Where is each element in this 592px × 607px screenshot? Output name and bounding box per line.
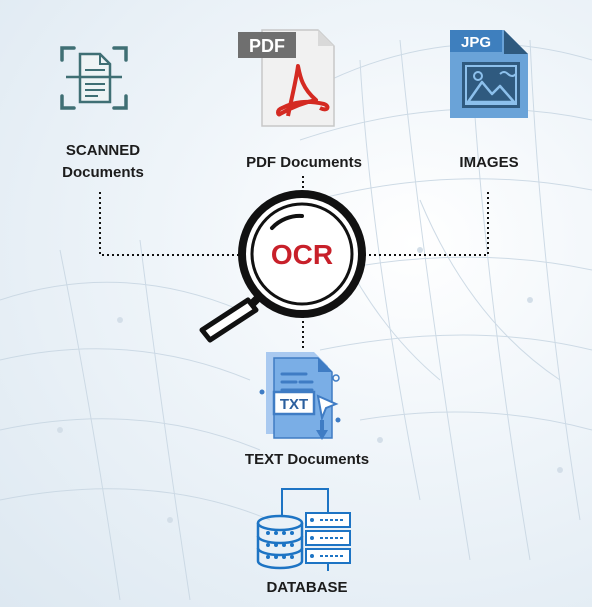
pdf-node: PDF xyxy=(236,26,346,135)
txt-badge-text: TXT xyxy=(280,396,308,413)
jpg-file-icon: JPG xyxy=(450,30,528,118)
scanner-document-icon xyxy=(60,46,128,110)
database-node xyxy=(252,485,356,578)
scanned-node xyxy=(58,42,130,119)
connector-images xyxy=(365,192,489,256)
pdf-label: PDF Documents xyxy=(246,154,362,171)
pdf-file-icon: PDF xyxy=(238,29,335,127)
scanned-label-line2: Documents xyxy=(62,164,144,181)
database-cylinders xyxy=(256,514,304,570)
images-node: JPG xyxy=(446,26,532,127)
connector-scanned xyxy=(99,192,248,256)
database-label: DATABASE xyxy=(266,579,348,596)
scanned-label: SCANNED Documents xyxy=(48,140,158,184)
database-icon xyxy=(256,488,351,571)
txt-file-icon: TXT xyxy=(259,352,341,440)
ocr-node: OCR xyxy=(190,188,370,351)
ocr-label: OCR xyxy=(271,239,333,270)
text-label: TEXT Documents xyxy=(244,451,370,468)
scanned-label-line1: SCANNED xyxy=(65,142,141,159)
pdf-badge-text: PDF xyxy=(249,36,285,56)
jpg-badge-text: JPG xyxy=(461,34,491,51)
images-label: IMAGES xyxy=(459,154,519,171)
magnifier-icon: OCR xyxy=(199,190,366,343)
text-node: TXT xyxy=(256,348,348,453)
